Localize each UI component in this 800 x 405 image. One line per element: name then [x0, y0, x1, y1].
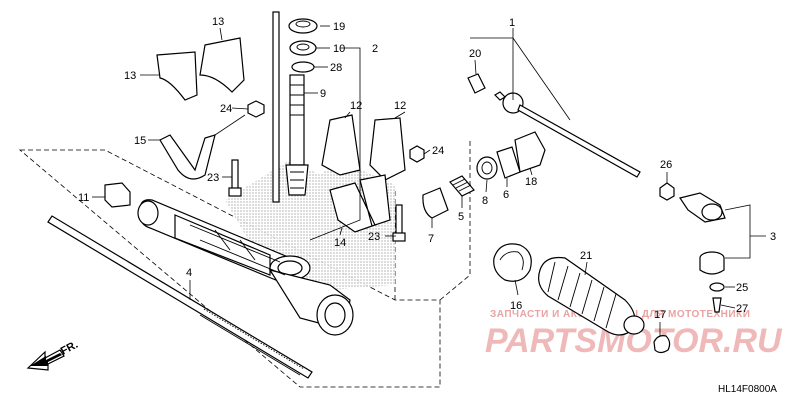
tie-rod-end-3 [679, 192, 726, 313]
clamp-15 [159, 134, 216, 180]
label-26: 26 [660, 159, 672, 171]
label-14: 14 [334, 237, 346, 249]
bracket-12a [321, 114, 361, 176]
pinion-shaft [272, 11, 309, 203]
label-24-left: 24 [220, 103, 232, 115]
boot-21 [538, 256, 645, 336]
label-5: 5 [458, 211, 464, 223]
rack-bar [47, 215, 313, 379]
label-11: 11 [78, 192, 89, 204]
front-direction-arrow: FR. [26, 339, 80, 371]
label-28: 28 [330, 62, 342, 74]
clip-17 [653, 335, 671, 354]
label-6: 6 [503, 189, 509, 201]
nut-25 [709, 282, 725, 292]
label-17: 17 [654, 309, 666, 321]
bushing-13b [199, 37, 245, 93]
label-13-left: 13 [124, 70, 136, 82]
leader-lines [92, 25, 766, 336]
locknut-18 [514, 131, 546, 173]
label-7: 7 [428, 233, 434, 245]
label-15: 15 [134, 135, 146, 147]
label-13-top: 13 [212, 16, 224, 28]
label-12-left: 12 [350, 100, 362, 112]
ring-28 [291, 61, 315, 73]
label-19: 19 [333, 21, 345, 33]
label-1: 1 [509, 17, 515, 29]
pin-27 [712, 297, 722, 313]
part-labels: 19 10 28 9 2 13 13 24 15 23 11 4 12 12 1… [78, 16, 776, 321]
yoke-7 [422, 187, 449, 219]
spring-5 [449, 175, 475, 197]
nut-24b [409, 145, 425, 163]
label-4: 4 [186, 267, 192, 279]
label-3: 3 [770, 231, 776, 243]
label-21: 21 [580, 250, 592, 262]
label-24-right: 24 [432, 145, 444, 157]
fr-label: FR. [59, 339, 80, 358]
seal-10 [289, 40, 317, 56]
bushing-13a [156, 51, 198, 101]
label-27: 27 [736, 303, 748, 315]
nut-26 [659, 182, 675, 201]
diagram-code: HL14F0800A [718, 384, 777, 395]
tie-rod-1 [494, 91, 641, 178]
part-11 [104, 182, 131, 208]
label-2: 2 [372, 43, 378, 55]
label-20: 20 [469, 48, 481, 60]
label-9: 9 [320, 88, 326, 100]
nut-24a [247, 100, 265, 118]
bolt-23b [392, 204, 406, 242]
label-23-right: 23 [368, 231, 380, 243]
label-25: 25 [736, 282, 748, 294]
label-12-right: 12 [394, 100, 406, 112]
cap-19 [288, 18, 318, 34]
label-16: 16 [510, 300, 522, 312]
label-10: 10 [333, 43, 345, 55]
washer-8 [476, 156, 498, 180]
bolt-23a [228, 159, 242, 197]
gearbox-housing [137, 199, 354, 336]
washer-20 [467, 73, 486, 94]
label-18: 18 [525, 176, 537, 188]
label-23-left: 23 [207, 172, 219, 184]
bracket-12b [369, 117, 406, 181]
clamp-16 [493, 243, 532, 282]
label-8: 8 [482, 195, 488, 207]
